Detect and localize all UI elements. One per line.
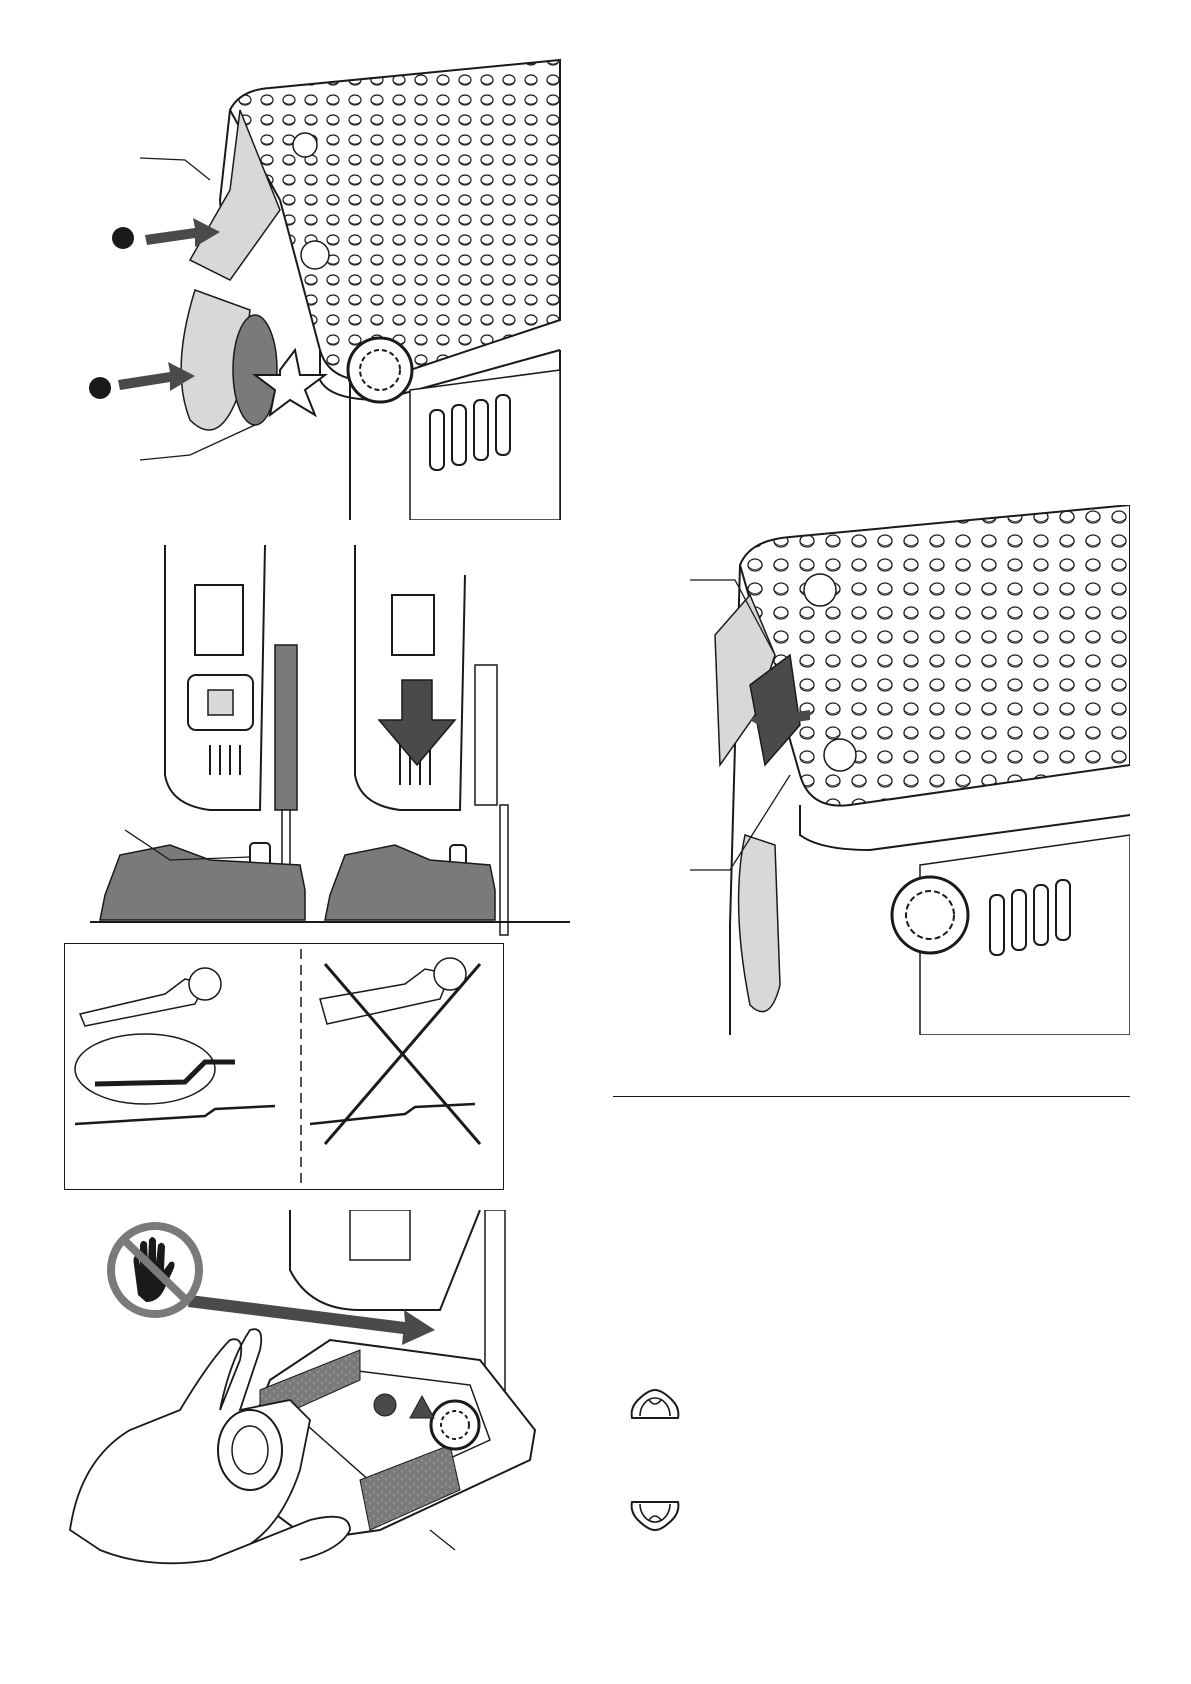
cap-down-icon bbox=[628, 1498, 682, 1532]
no-hand-icon bbox=[111, 1226, 199, 1314]
figure-blade-mounted bbox=[690, 505, 1130, 1035]
figure-hand-warning bbox=[60, 1210, 540, 1570]
section-divider bbox=[613, 1096, 1130, 1097]
callout-dot-icon bbox=[89, 377, 111, 399]
callout-dot-icon bbox=[112, 227, 134, 249]
figure-blade-insertion bbox=[80, 50, 570, 520]
knob-icon bbox=[348, 338, 412, 402]
figure-depth-stop bbox=[70, 545, 570, 940]
figure-blade-correct-incorrect bbox=[64, 943, 504, 1190]
cap-up-icon bbox=[628, 1388, 682, 1422]
knob-icon bbox=[892, 877, 968, 953]
